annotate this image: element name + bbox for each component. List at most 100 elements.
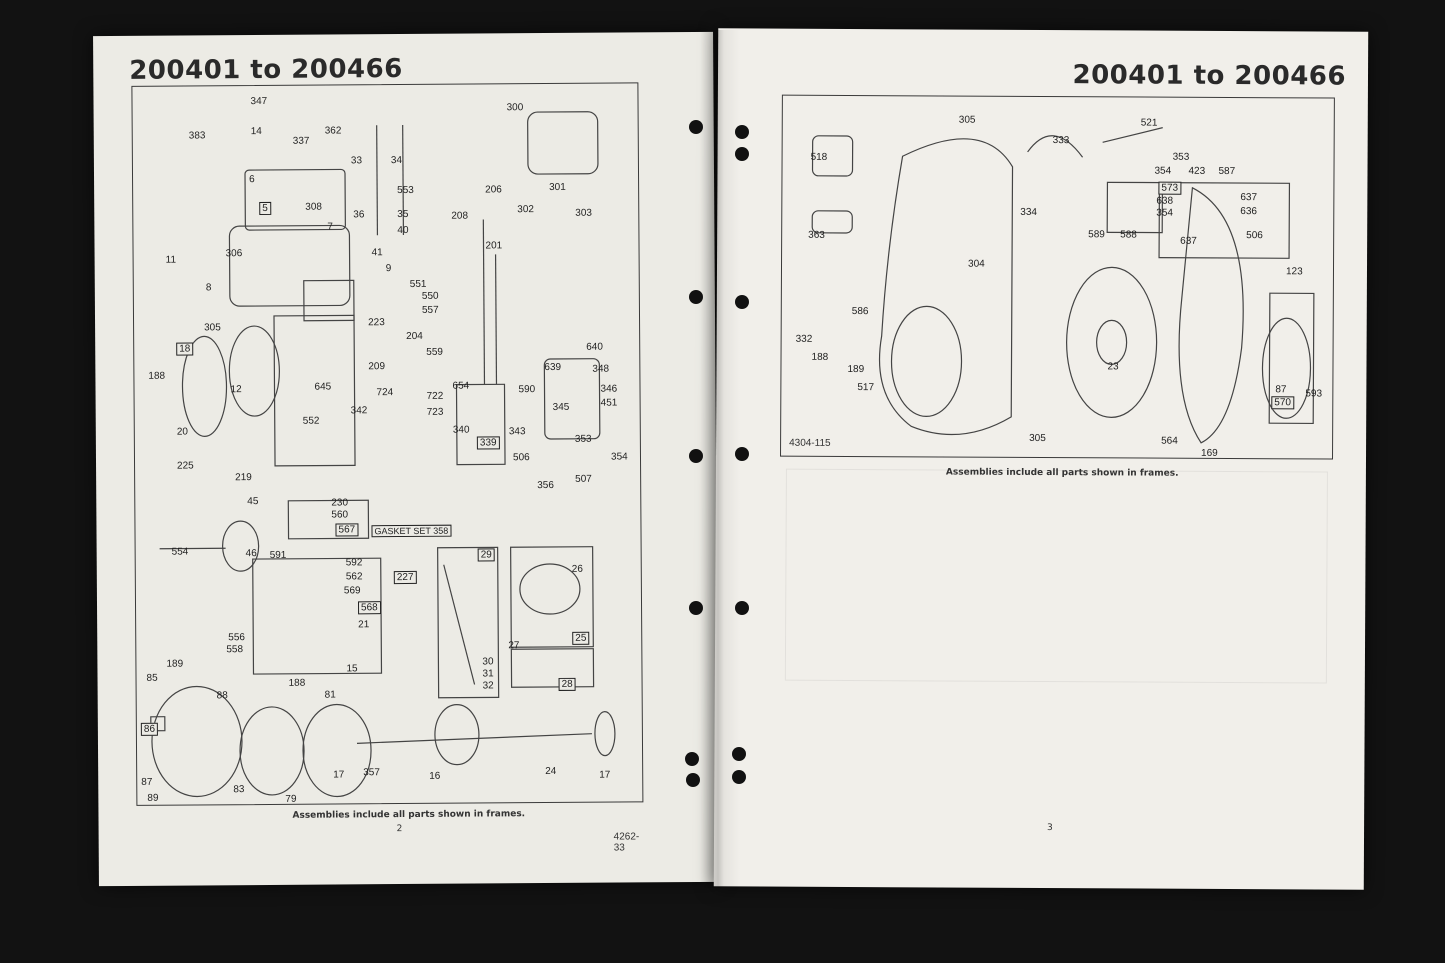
part-label: 586 <box>851 306 869 318</box>
part-label: 30 <box>482 656 494 668</box>
part-label: 204 <box>406 330 423 342</box>
part-label: 17 <box>333 769 345 781</box>
part-label: 521 <box>1140 117 1158 129</box>
part-label: 343 <box>508 426 526 438</box>
binder-hole <box>735 295 749 309</box>
part-label: 28 <box>558 677 576 691</box>
part-label: 23 <box>1107 361 1119 373</box>
part-label: 305 <box>204 322 221 334</box>
part-label: 559 <box>426 346 443 358</box>
part-label: 308 <box>305 201 322 213</box>
part-label: 354 <box>1156 207 1174 219</box>
part-label: 7 <box>327 221 333 233</box>
part-label: 337 <box>292 135 310 147</box>
part-label: 346 <box>600 383 618 395</box>
part-label: 637 <box>1180 235 1197 247</box>
part-label: 123 <box>1285 266 1303 278</box>
part-label: 589 <box>1088 229 1105 241</box>
part-label: 83 <box>233 784 245 796</box>
part-label: 562 <box>345 571 363 583</box>
binder-hole <box>735 125 749 139</box>
part-label: 33 <box>350 155 363 167</box>
part-label: 357 <box>363 767 380 779</box>
left-exploded-diagram: 383 347 14 337 362 33 34 300 6 553 5 308… <box>131 82 644 854</box>
part-label: 303 <box>575 207 593 219</box>
part-label: 41 <box>371 247 383 259</box>
part-label: 550 <box>421 290 439 302</box>
part-label: 201 <box>485 240 503 252</box>
part-label: 18 <box>176 342 194 356</box>
part-label: 587 <box>1218 165 1236 178</box>
part-label: 556 <box>228 632 245 644</box>
part-label: 722 <box>426 390 444 402</box>
part-label: 593 <box>1305 388 1323 400</box>
binder-hole <box>735 147 749 161</box>
part-label: 353 <box>1172 151 1190 163</box>
part-label: 35 <box>397 208 409 221</box>
left-page-title: 200401 to 200466 <box>129 54 403 86</box>
part-label: 645 <box>314 381 332 393</box>
part-label: 636 <box>1240 206 1258 218</box>
part-label: 27 <box>508 640 520 652</box>
part-label: 333 <box>1052 135 1070 147</box>
part-label: 363 <box>808 229 825 241</box>
part-label: 554 <box>171 546 189 558</box>
part-label: 15 <box>346 663 358 675</box>
part-label: 306 <box>225 248 243 260</box>
part-label: 560 <box>331 509 349 521</box>
right-figure-code: 4304-115 <box>789 437 831 449</box>
part-label: 517 <box>857 382 875 394</box>
part-label: 552 <box>302 415 320 427</box>
part-label: 17 <box>599 769 611 781</box>
part-label: 507 <box>575 473 592 485</box>
part-label: 189 <box>166 658 184 670</box>
part-label: 640 <box>586 341 603 353</box>
part-label: 506 <box>512 452 530 464</box>
part-label: 304 <box>967 258 985 270</box>
part-label: 89 <box>147 792 159 804</box>
part-label: 723 <box>426 406 444 418</box>
right-page: 200401 to 200466 305 521 333 518 <box>713 28 1369 890</box>
part-label: 506 <box>1246 230 1263 242</box>
part-label: 12 <box>230 384 242 396</box>
binder-hole <box>735 447 749 461</box>
part-label: 227 <box>393 570 417 585</box>
part-label: 639 <box>544 361 562 374</box>
part-label: 553 <box>397 184 414 197</box>
binder-hole <box>686 773 700 787</box>
part-label: 36 <box>353 209 365 221</box>
part-label: 6 <box>249 174 255 186</box>
part-label: 347 <box>250 95 268 108</box>
part-label: 88 <box>216 690 228 702</box>
part-label: 305 <box>958 114 976 126</box>
part-label: 354 <box>1154 165 1172 177</box>
part-label: 362 <box>324 125 342 137</box>
binder-hole <box>732 770 746 784</box>
part-label: 79 <box>285 793 297 805</box>
part-label: 188 <box>288 677 306 689</box>
binder-hole <box>689 290 703 304</box>
part-label: 188 <box>811 351 829 363</box>
engine-parts-illustration <box>150 111 616 798</box>
part-label: 558 <box>226 644 244 656</box>
part-label: 356 <box>537 479 554 492</box>
part-label: 557 <box>421 304 439 316</box>
part-label: 564 <box>1161 435 1178 447</box>
part-label: 637 <box>1240 192 1258 204</box>
binder-hole <box>689 120 703 134</box>
part-label: 353 <box>574 433 592 445</box>
binder-hole <box>689 601 703 615</box>
part-label: 301 <box>549 181 566 193</box>
part-label: 334 <box>1020 206 1038 218</box>
part-label: 300 <box>506 102 524 114</box>
part-label: 570 <box>1271 396 1295 410</box>
part-label: 654 <box>452 380 470 392</box>
part-label: 209 <box>368 361 386 373</box>
part-label: 9 <box>385 263 392 275</box>
part-label: 592 <box>345 557 363 569</box>
part-label: 46 <box>245 548 257 560</box>
part-label: 588 <box>1120 229 1137 241</box>
part-label: 189 <box>847 363 865 376</box>
part-label: 206 <box>485 184 502 196</box>
part-label: 354 <box>610 451 628 463</box>
